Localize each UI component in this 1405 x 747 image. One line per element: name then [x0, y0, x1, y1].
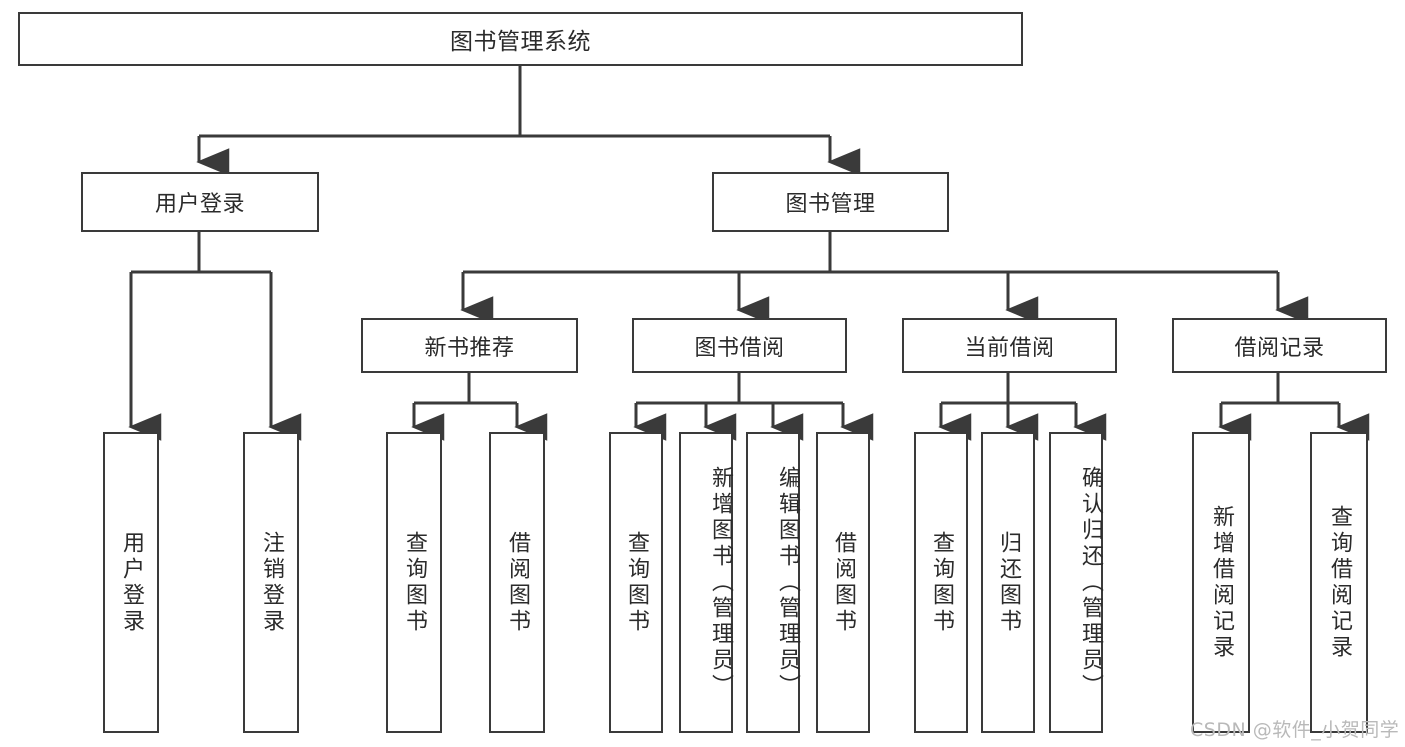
leaf-logout[interactable]: 注销登录 — [243, 432, 299, 733]
node-book-borrow-label: 图书借阅 — [694, 335, 785, 361]
leaf-query-book-recommend[interactable]: 查询图书 — [386, 432, 442, 733]
node-book-borrow[interactable]: 图书借阅 — [632, 318, 847, 373]
leaf-query-book-current[interactable]: 查询图书 — [914, 432, 968, 733]
leaf-edit-book-admin-label: 编辑图书（管理员） — [775, 465, 800, 700]
leaf-query-book-borrow[interactable]: 查询图书 — [609, 432, 663, 733]
leaf-edit-book-admin[interactable]: 编辑图书（管理员） — [746, 432, 800, 733]
leaf-query-borrow-record[interactable]: 查询借阅记录 — [1310, 432, 1368, 733]
leaf-query-borrow-record-label: 查询借阅记录 — [1327, 504, 1352, 661]
leaf-confirm-return-admin-label: 确认归还（管理员） — [1078, 465, 1103, 700]
leaf-logout-label: 注销登录 — [259, 530, 284, 635]
leaf-query-book-current-label: 查询图书 — [929, 530, 954, 635]
leaf-query-book-recommend-label: 查询图书 — [402, 530, 427, 635]
node-new-book-recommend-label: 新书推荐 — [424, 335, 515, 361]
csdn-watermark: CSDN @软件_小贺同学 — [1190, 719, 1400, 741]
leaf-add-borrow-record-label: 新增借阅记录 — [1209, 504, 1234, 661]
leaf-add-borrow-record[interactable]: 新增借阅记录 — [1192, 432, 1250, 733]
node-root-label: 图书管理系统 — [450, 29, 591, 55]
leaf-user-login[interactable]: 用户登录 — [103, 432, 159, 733]
leaf-confirm-return-admin[interactable]: 确认归还（管理员） — [1049, 432, 1103, 733]
leaf-borrow-book[interactable]: 借阅图书 — [816, 432, 870, 733]
leaf-borrow-book-label: 借阅图书 — [831, 530, 856, 635]
leaf-add-book-admin[interactable]: 新增图书（管理员） — [679, 432, 733, 733]
leaf-return-book-label: 归还图书 — [996, 530, 1021, 635]
leaf-borrow-book-recommend[interactable]: 借阅图书 — [489, 432, 545, 733]
node-borrow-record-label: 借阅记录 — [1234, 335, 1325, 361]
node-user-login-label: 用户登录 — [154, 192, 245, 217]
node-user-login[interactable]: 用户登录 — [81, 172, 319, 232]
leaf-borrow-book-recommend-label: 借阅图书 — [505, 530, 530, 635]
node-book-manage[interactable]: 图书管理 — [712, 172, 949, 232]
leaf-user-login-label: 用户登录 — [119, 530, 144, 635]
leaf-add-book-admin-label: 新增图书（管理员） — [708, 465, 733, 700]
node-current-borrow-label: 当前借阅 — [964, 335, 1055, 361]
node-root-system[interactable]: 图书管理系统 — [18, 12, 1023, 66]
node-book-manage-label: 图书管理 — [785, 192, 876, 217]
node-new-book-recommend[interactable]: 新书推荐 — [361, 318, 578, 373]
leaf-return-book[interactable]: 归还图书 — [981, 432, 1035, 733]
leaf-query-book-borrow-label: 查询图书 — [624, 530, 649, 635]
node-borrow-record[interactable]: 借阅记录 — [1172, 318, 1387, 373]
node-current-borrow[interactable]: 当前借阅 — [902, 318, 1117, 373]
